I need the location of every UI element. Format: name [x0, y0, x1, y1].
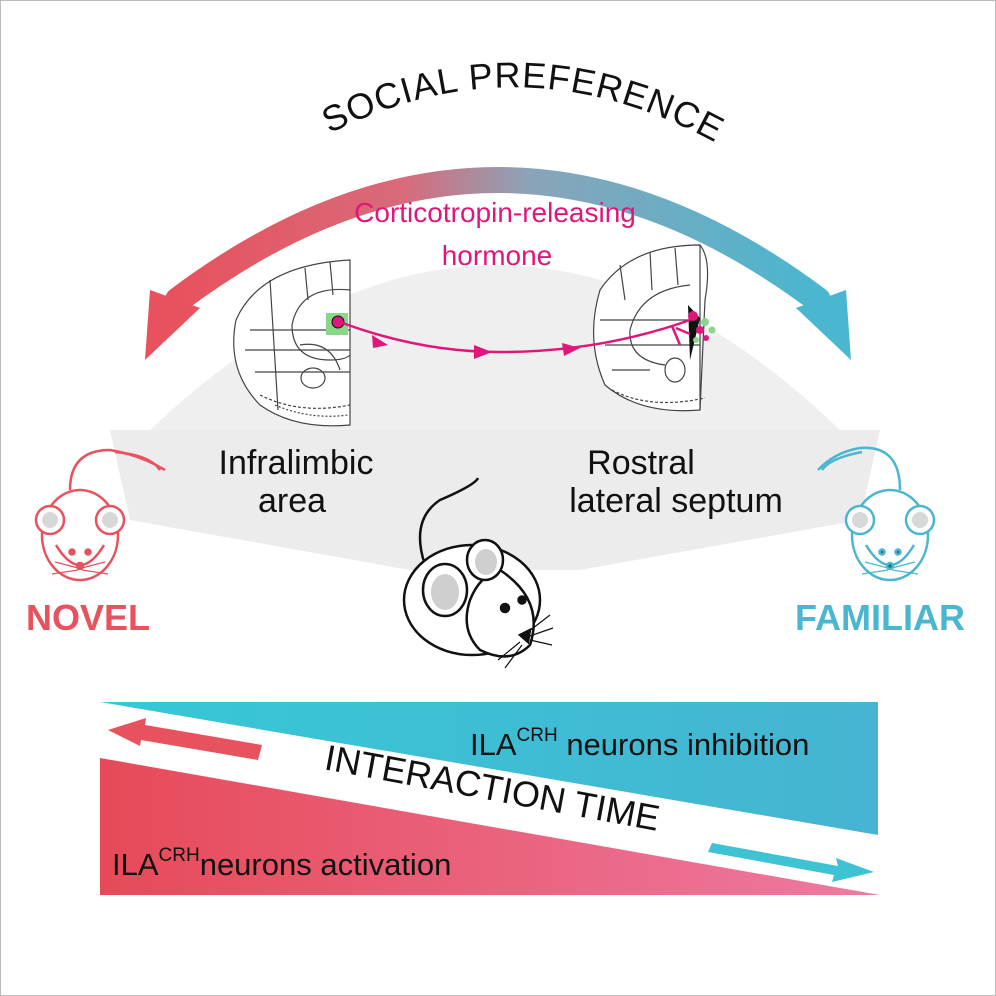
arrowhead-2: [474, 345, 492, 359]
social-preference-title-path: SOCIAL PREFERENCE: [315, 54, 730, 150]
arrowhead-3: [562, 343, 580, 356]
right-brain-section-icon: [593, 244, 716, 412]
region-right-line2: lateral septum: [569, 482, 783, 520]
arrow-right-familiar: [708, 843, 874, 882]
social-preference-title: SOCIAL PREFERENCE: [315, 54, 731, 150]
projection-arrow: [339, 318, 691, 359]
arc-arrowhead-left: [145, 290, 200, 360]
arrow-left-novel: [108, 718, 262, 760]
inhibition-wedge: [100, 702, 878, 835]
left-brain-section-icon: [233, 259, 351, 427]
region-left-line1: Infralimbic: [219, 444, 374, 482]
region-right-line1: Rostral: [587, 444, 695, 482]
hormone-label-line2: hormone: [442, 240, 553, 271]
left-mouse-icon: [34, 448, 166, 582]
arc-arrowhead-right: [796, 290, 851, 360]
novel-label: NOVEL: [26, 597, 150, 638]
center-mouse-icon: [402, 477, 554, 669]
fan-background-lower: [110, 430, 880, 570]
hormone-label-line1: Corticotropin-releasing: [354, 197, 636, 228]
region-left-line2: area: [258, 482, 326, 520]
inhibition-label: ILACRH neurons inhibition: [470, 725, 809, 762]
right-mouse-icon: [817, 446, 936, 582]
activation-wedge: [100, 758, 880, 895]
arrowhead-1: [372, 335, 388, 348]
social-preference-arc: [145, 167, 851, 360]
activation-label: ILACRHneurons activation: [112, 845, 451, 882]
familiar-label: FAMILIAR: [795, 597, 965, 638]
